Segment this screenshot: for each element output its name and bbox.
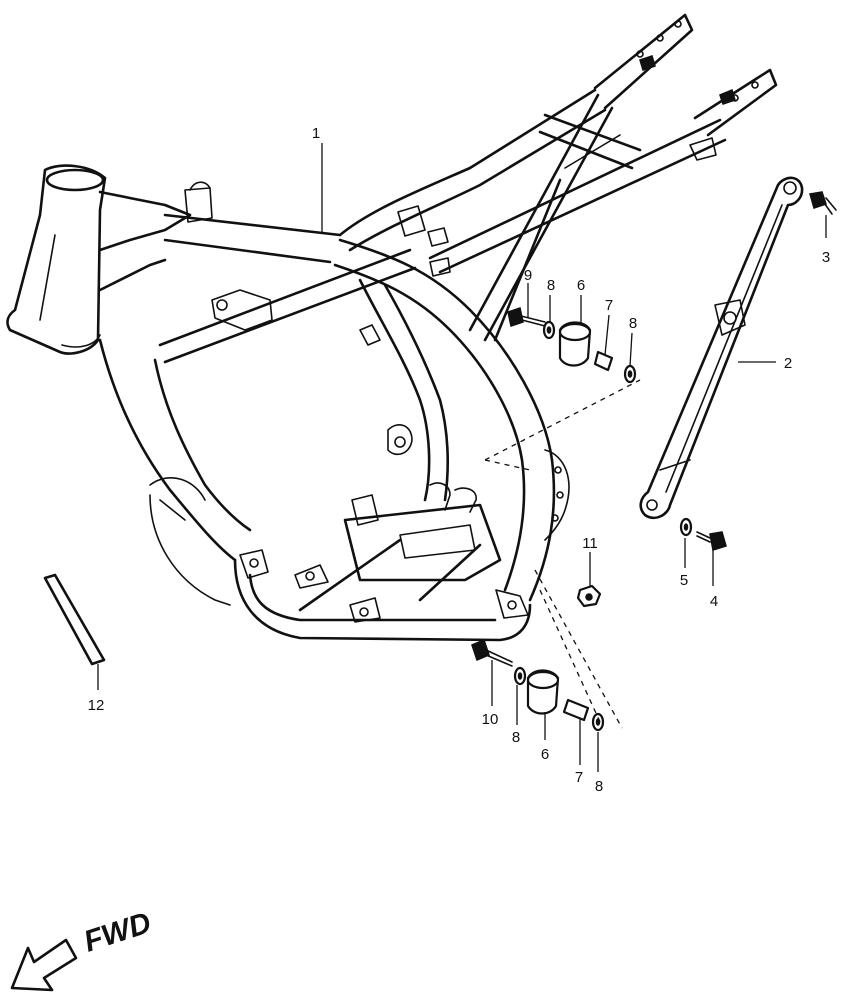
callout-8b: 8 (629, 315, 637, 332)
callout-4: 4 (710, 593, 718, 610)
collar-lower-icon (562, 698, 590, 722)
bolt-9-icon (507, 307, 546, 327)
callout-8d: 8 (595, 778, 603, 795)
fwd-arrow-icon (10, 938, 78, 992)
callout-7-upper: 7 (605, 297, 613, 314)
callout-2: 2 (784, 355, 792, 372)
callout-10: 10 (482, 711, 499, 728)
callout-11: 11 (582, 535, 598, 552)
collar-upper-icon (593, 350, 614, 372)
callout-7-lower: 7 (575, 769, 583, 786)
nut-11-icon (576, 584, 602, 608)
callout-5: 5 (680, 572, 688, 589)
cushion-upper-icon (558, 321, 592, 367)
callout-labels: 1 2 3 4 5 6 6 7 7 8 8 8 8 9 10 11 12 (88, 125, 831, 795)
callout-9: 9 (524, 267, 532, 284)
fwd-indicator: FWD (10, 906, 155, 992)
callout-8c: 8 (512, 729, 520, 746)
leader-lines (97, 143, 827, 772)
bolt-3-icon (809, 191, 837, 215)
upper-fastener-group (507, 307, 637, 384)
washer-8d-icon (591, 712, 605, 732)
lower-fastener-group (471, 638, 605, 732)
rear-frame-brace (639, 176, 804, 520)
callout-1: 1 (312, 125, 320, 142)
motorcycle-frame (6, 13, 778, 642)
bolt-4-icon (696, 531, 727, 551)
washer-8a-icon (542, 320, 556, 340)
callout-8a: 8 (547, 277, 555, 294)
callout-6-upper: 6 (577, 277, 585, 294)
washer-8b-icon (623, 364, 637, 384)
fwd-label: FWD (80, 906, 155, 958)
callout-3: 3 (822, 249, 830, 266)
washer-8c-icon (513, 666, 527, 686)
callout-6-lower: 6 (541, 746, 549, 763)
callout-12: 12 (88, 697, 105, 714)
washer-5-icon (679, 517, 693, 537)
bolt-10-icon (471, 638, 513, 667)
plate-12-icon (43, 573, 106, 666)
cushion-lower-icon (526, 669, 560, 715)
